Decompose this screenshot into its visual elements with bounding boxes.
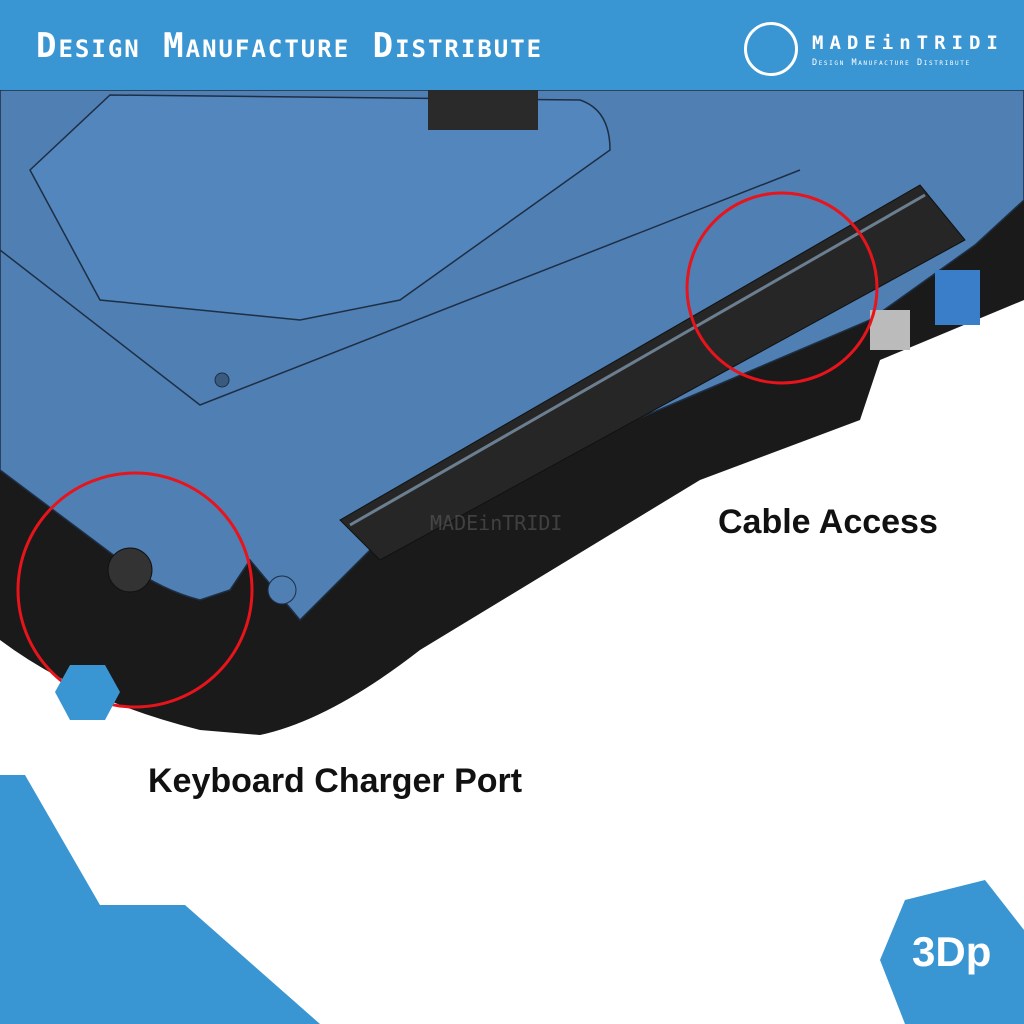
small-hexagon (55, 665, 120, 720)
logo-tagline: Design Manufacture Distribute (812, 58, 971, 68)
cable-access-label: Cable Access (718, 503, 938, 541)
brand-logo: MADEinTRIDI Design Manufacture Distribut… (744, 22, 1014, 78)
hinge-bar (339, 184, 966, 561)
header-title: Design Manufacture Distribute (36, 26, 544, 66)
logo-name: MADEinTRIDI (812, 32, 1004, 54)
display-mount-panel (29, 94, 611, 321)
badge-hexagon (880, 880, 1024, 1024)
corner-shape-left (0, 775, 320, 1024)
header-bar: Design Manufacture Distribute MADEinTRID… (0, 0, 1024, 90)
keyboard-charger-port-label: Keyboard Charger Port (148, 762, 523, 800)
cable-access-highlight (685, 191, 879, 385)
charger-port-highlight (16, 471, 254, 709)
badge-text: 3Dp (912, 928, 992, 975)
watermark: MADEinTRIDI (430, 511, 562, 535)
logo-mark-icon (744, 22, 798, 76)
